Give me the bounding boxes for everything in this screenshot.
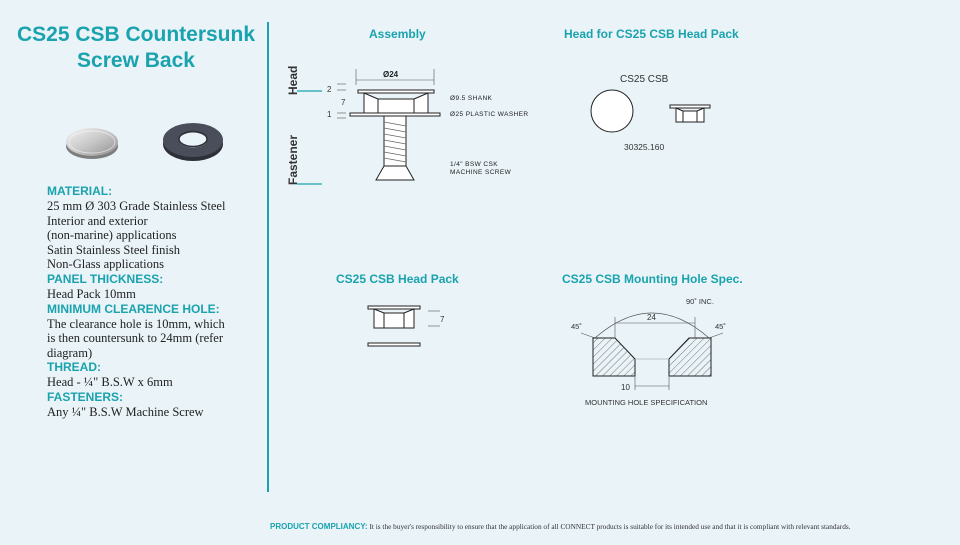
dim-1: 1 <box>327 110 332 119</box>
footer-text: It is the buyer's responsibility to ensu… <box>369 522 851 531</box>
product-washer-photo <box>163 123 223 161</box>
spec-heading: THREAD: <box>47 360 101 375</box>
head-for-pack-title: Head for CS25 CSB Head Pack <box>564 27 739 41</box>
spec-line: Head Pack 10mm <box>47 286 136 301</box>
assembly-diagram: Head Fastener 2 7 1 Ø24 Ø9.5 SHANK Ø25 P… <box>286 66 528 185</box>
callout-screw-line-1: 1/4" BSW CSK <box>450 161 498 168</box>
callout-shank: Ø9.5 SHANK <box>450 95 493 102</box>
dim-7: 7 <box>341 98 346 107</box>
spec-line: Non-Glass applications <box>47 257 164 272</box>
spec-material: MATERIAL: 25 mm Ø 303 Grade Stainless St… <box>47 184 262 272</box>
spec-line: Satin Stainless Steel finish <box>47 242 180 257</box>
page-title: CS25 CSB Countersunk Screw Back <box>0 22 272 74</box>
mounting-caption: MOUNTING HOLE SPECIFICATION <box>585 398 707 407</box>
specifications: MATERIAL: 25 mm Ø 303 Grade Stainless St… <box>47 184 262 420</box>
dim-10: 10 <box>621 383 630 392</box>
side-label-fastener: Fastener <box>286 135 300 185</box>
dim-24: 24 <box>647 313 656 322</box>
spec-line: (non-marine) applications <box>47 228 177 243</box>
callout-screw-line-2: MACHINE SCREW <box>450 169 512 176</box>
mounting-hole-diagram: 90˚ INC. 45˚ 45˚ 24 10 MOUNTING HOLE SPE… <box>571 297 726 407</box>
footer-label: PRODUCT COMPLIANCY: <box>270 522 368 531</box>
spec-clearance-hole: MINIMUM CLEARENCE HOLE: The clearance ho… <box>47 302 262 361</box>
product-head-photo <box>66 128 118 159</box>
spec-line: Head - ¼" B.S.W x 6mm <box>47 375 173 390</box>
head-for-pack-diagram: CS25 CSB 30325.160 <box>590 74 711 152</box>
angle-45-right: 45˚ <box>715 322 726 331</box>
footer-compliancy: PRODUCT COMPLIANCY: It is the buyer's re… <box>270 522 950 531</box>
head-pack-dim-7: 7 <box>440 315 445 324</box>
assembly-title: Assembly <box>369 27 426 41</box>
spec-line: diagram) <box>47 345 93 360</box>
vertical-divider <box>267 22 269 492</box>
head-label: CS25 CSB <box>620 74 669 85</box>
angle-90-inc: 90˚ INC. <box>686 297 714 306</box>
callout-washer: Ø25 PLASTIC WASHER <box>450 111 528 118</box>
page-title-line-1: CS25 CSB Countersunk <box>16 23 256 46</box>
angle-45-left: 45˚ <box>571 322 582 331</box>
head-pack-title: CS25 CSB Head Pack <box>336 272 459 286</box>
mounting-title: CS25 CSB Mounting Hole Spec. <box>562 272 743 286</box>
part-number: 30325.160 <box>624 142 664 152</box>
page-title-line-2: Screw Back <box>77 49 195 72</box>
spec-heading: FASTENERS: <box>47 389 124 404</box>
spec-line: is then countersunk to 24mm (refer <box>47 331 223 346</box>
dim-diameter-24: Ø24 <box>383 70 399 79</box>
spec-thread: THREAD: Head - ¼" B.S.W x 6mm <box>47 360 262 390</box>
head-pack-diagram: 7 <box>367 305 445 347</box>
spec-line: The clearance hole is 10mm, which <box>47 316 225 331</box>
spec-heading: MATERIAL: <box>47 184 113 198</box>
spec-heading: MINIMUM CLEARENCE HOLE: <box>47 301 220 316</box>
spec-fasteners: FASTENERS: Any ¼" B.S.W Machine Screw <box>47 390 262 420</box>
dim-2: 2 <box>327 85 332 94</box>
spec-line: Any ¼" B.S.W Machine Screw <box>47 404 204 419</box>
spec-panel-thickness: PANEL THICKNESS: Head Pack 10mm <box>47 272 262 302</box>
side-label-head: Head <box>286 66 300 95</box>
spec-line: 25 mm Ø 303 Grade Stainless Steel <box>47 199 226 213</box>
spec-heading: PANEL THICKNESS: <box>47 271 164 286</box>
spec-line: Interior and exterior <box>47 213 148 228</box>
